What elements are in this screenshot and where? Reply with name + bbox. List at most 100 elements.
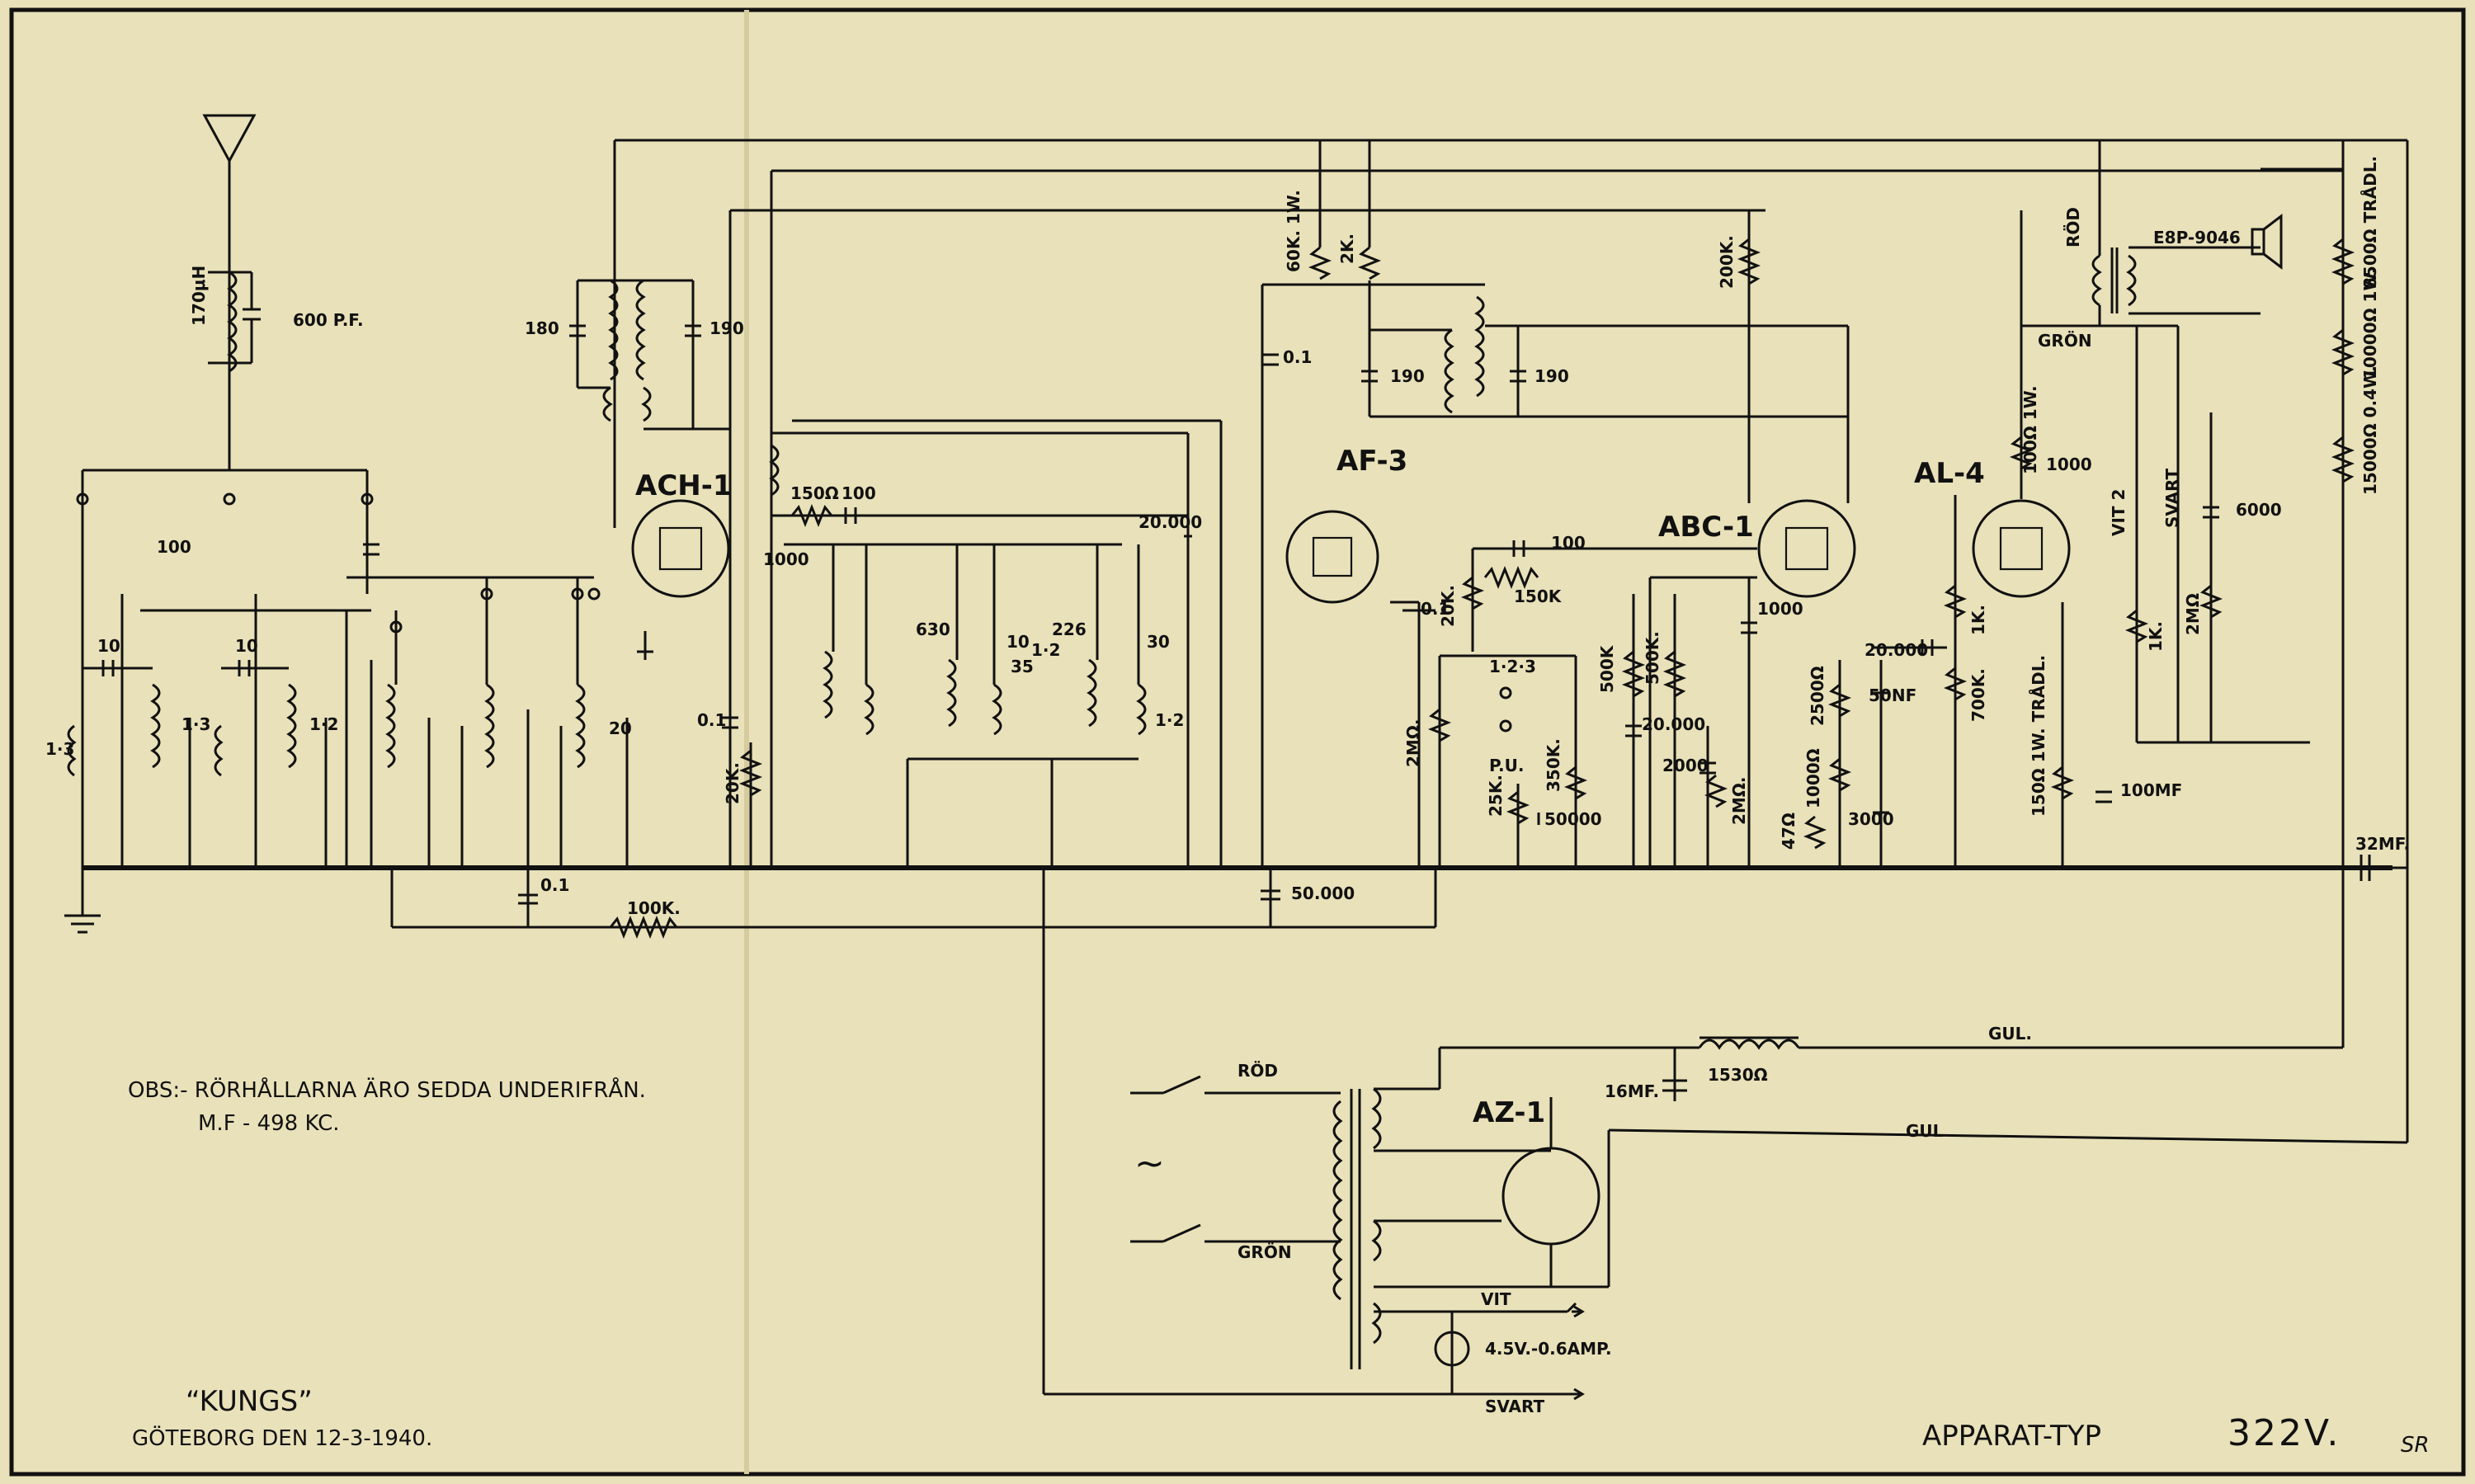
c1000-b-label: 1000 — [1757, 599, 1803, 619]
c100-abc-label: 100 — [1551, 533, 1586, 553]
r1000ohm-label: 1000Ω — [1803, 748, 1823, 808]
r500k-a-label: 500K — [1597, 644, 1617, 693]
r60k-label: 60K. 1W. — [1284, 190, 1304, 272]
r1k-b-label: 1K. — [2146, 621, 2166, 652]
c190-c-label: 190 — [1534, 366, 1569, 386]
r2m-b-label: 2MΩ. — [1729, 777, 1749, 825]
c01-b-label: 0.1 — [1283, 347, 1312, 367]
r100k-label: 100K. — [627, 898, 681, 918]
rf-coil-bank: 10 10 1·3 1·3 1·2 20 — [45, 576, 632, 868]
af3-tube-icon — [1285, 510, 1379, 604]
c10-b-label: 10 — [235, 636, 258, 656]
r20k-b-label: 20K. — [1438, 585, 1458, 627]
gron-top-label: GRÖN — [2038, 331, 2092, 351]
vit-label: VIT — [1481, 1289, 1511, 1309]
c2000-label: 2000 — [1662, 756, 1709, 775]
r700k-label: 700K. — [1968, 668, 1988, 722]
pilot-lamp-icon — [1434, 1331, 1470, 1367]
r100ohm-label: 100Ω 1W. — [2020, 385, 2040, 474]
r15000-label: 15000Ω 0.4W. — [2360, 365, 2380, 495]
c01-c-label: 0.1 — [1421, 599, 1450, 619]
antenna-section: 170μH 600 P.F. 100 — [64, 114, 380, 934]
r2500-label: 2500Ω — [1808, 666, 1827, 726]
r25k-label: 25K. — [1486, 775, 1506, 817]
c180-label: 180 — [525, 318, 559, 338]
c190-b-label: 190 — [1390, 366, 1425, 386]
c100-top-label: 100 — [157, 537, 191, 557]
drawing-border — [9, 7, 2466, 1477]
c01-a-label: 0.1 — [697, 710, 726, 730]
r150k-label: 150K — [1514, 587, 1563, 606]
obs-note: OBS:- RÖRHÅLLARNA ÄRO SEDDA UNDERIFRÅN. — [128, 1076, 646, 1103]
pu-label: P.U. — [1489, 756, 1524, 775]
ht-divider: 8500Ω TRÅDL. 10000Ω 1W. 15000Ω 0.4W. 32M… — [2331, 156, 2410, 881]
antenna-coil-label: 170μH — [189, 266, 209, 326]
c50000-label: 50.000 — [1291, 883, 1355, 903]
c10-label: 10 — [1006, 632, 1030, 652]
lamp-label: 4.5V.-0.6AMP. — [1485, 1339, 1612, 1359]
initials: SR — [2401, 1433, 2430, 1458]
c100-mid-label: 100 — [842, 483, 876, 503]
gul-b-label: GUL — [1906, 1121, 1944, 1141]
r150-label: 150Ω — [790, 483, 839, 503]
c630-label: 630 — [916, 620, 950, 639]
r47-label: 47Ω — [1779, 813, 1798, 850]
svart-label: SVART — [1485, 1397, 1545, 1416]
c16mf-label: 16MF. — [1605, 1081, 1659, 1101]
power-supply: AZ-1 RÖD GRÖN ~ 16MF. — [1044, 868, 2408, 1416]
ach1-label: ACH-1 — [635, 469, 733, 502]
c30-label: 30 — [1147, 632, 1170, 652]
antenna-cap-label: 600 P.F. — [293, 310, 364, 330]
abc1-label: ABC-1 — [1658, 511, 1754, 544]
abc1-stage: ABC-1 100 150K 20K. 2MΩ. 1·2·3 P.U. 25K.… — [1403, 210, 1916, 868]
type-number: 322V. — [2228, 1412, 2341, 1454]
r350k-label: 350K. — [1544, 738, 1563, 792]
maker-name: “KUNGS” — [186, 1385, 313, 1418]
c190-a-label: 190 — [710, 318, 744, 338]
c6000-label: 6000 — [2236, 500, 2282, 520]
tap13-a: 1·3 — [45, 739, 74, 759]
place-date: GÖTEBORG DEN 12-3-1940. — [132, 1425, 432, 1451]
oscillator-section: 150Ω 100 1000 20.000 630 10 226 30 35 1·… — [763, 419, 1223, 868]
vit2-label: VIT 2 — [2109, 489, 2128, 536]
af3-stage: AF-3 60K. 1W. 2K. 190 0.1 190 0.1 — [1261, 140, 1850, 868]
choke-label: 1530Ω — [1708, 1065, 1768, 1085]
ach1-stage: ACH-1 180 190 0.1 20K. — [525, 140, 773, 868]
c226-label: 226 — [1052, 620, 1087, 639]
c35-label: 35 — [1011, 657, 1034, 676]
r10000-label: 10000Ω 1W. — [2360, 268, 2380, 380]
notes: OBS:- RÖRHÅLLARNA ÄRO SEDDA UNDERIFRÅN. … — [128, 1076, 2430, 1458]
tap12-a: 1·2 — [309, 714, 338, 734]
wiring — [82, 139, 2409, 1142]
ac-symbol: ~ — [1134, 1142, 1167, 1185]
c50nf-label: 50NF — [1869, 685, 1916, 705]
c100mf-label: 100MF — [2120, 780, 2182, 800]
tap12-b: 1·2 — [1155, 710, 1184, 730]
mf-note: M.F - 498 KC. — [198, 1111, 340, 1136]
antenna-icon — [202, 114, 257, 164]
r2m-a-label: 2MΩ. — [1403, 719, 1423, 767]
avc-rail: 0.1 100K. 50.000 — [518, 868, 1355, 1394]
c01-bus-label: 0.1 — [540, 875, 569, 895]
c1000-c-label: 1000 — [2046, 455, 2092, 474]
gron-psu-label: GRÖN — [1238, 1242, 1292, 1262]
c1000-a-label: 1000 — [763, 549, 809, 569]
c3000-label: 3000 — [1848, 809, 1894, 829]
r8500-label: 8500Ω TRÅDL. — [2360, 156, 2380, 289]
r2k-label: 2K. — [1337, 233, 1357, 264]
al4-label: AL-4 — [1914, 457, 1985, 490]
r2m-c-label: 2MΩ — [2183, 593, 2203, 635]
af3-label: AF-3 — [1336, 445, 1407, 478]
r500k-b-label: 500K. — [1643, 631, 1662, 685]
c32mf-label: 32MF. — [2355, 834, 2410, 854]
rod-top-label: RÖD — [2063, 207, 2083, 247]
r1k-a-label: 1K. — [1968, 605, 1988, 635]
rod-psu-label: RÖD — [1238, 1061, 1278, 1081]
c20000-c-label: 20.000 — [1864, 640, 1928, 660]
speaker-label: E8P-9046 — [2153, 228, 2241, 247]
tap123-label: 1·2·3 — [1489, 657, 1536, 676]
r150ohm-label: 150Ω 1W. TRÅDL. — [2029, 655, 2048, 817]
r200k-label: 200K. — [1717, 235, 1737, 289]
c10-a-label: 10 — [97, 636, 120, 656]
